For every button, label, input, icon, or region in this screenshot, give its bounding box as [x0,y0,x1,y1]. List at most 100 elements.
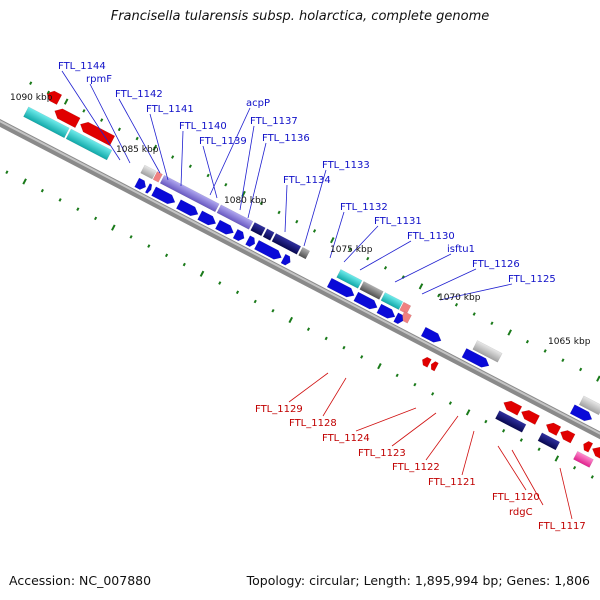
cog-gray-block [140,164,157,180]
forward-gene-arrow [280,253,291,266]
forward-gene-label: FTL_1133 [322,160,370,171]
reverse-gene-arrow [560,430,576,444]
forward-gene-arrow [326,277,355,298]
forward-label-leader [247,142,267,219]
forward-gene-arrow [134,177,146,190]
forward-gene-label: FTL_1130 [407,231,455,242]
gc-skew-dot [271,308,275,313]
gc-skew-dot [507,329,512,336]
forward-label-leader [202,145,218,199]
gc-skew-dot [590,475,594,479]
forward-gene-label: rpmF [86,74,112,85]
gc-skew-dot [171,155,175,159]
cog-cyan-block [380,292,404,310]
gc-skew-dot [117,127,121,132]
forward-label-leader [303,169,327,247]
gc-skew-dot [29,81,33,85]
forward-gene-label: FTL_1125 [508,274,556,285]
gc-skew-dot [366,256,370,261]
cog-cyan-block [65,128,113,161]
forward-gene-arrow [175,199,199,217]
genome-title: Francisella tularensis subsp. holarctica… [110,9,490,24]
forward-label-leader [394,253,452,283]
reverse-gene-label: FTL_1117 [538,521,586,532]
forward-gene-label: FTL_1134 [283,175,331,186]
reverse-gene-label: rdgC [509,507,533,518]
gc-skew-dot [537,447,541,452]
reverse-gene-label: FTL_1122 [392,462,440,473]
reverse-label-leader [288,372,329,403]
gc-skew-dot [129,235,133,239]
cog-navy-block [262,228,275,241]
forward-gene-label: acpP [246,98,270,109]
cog-gray-block [298,246,311,260]
gc-skew-dot [295,219,299,224]
reverse-label-leader [497,445,527,491]
gc-skew-dot [465,409,471,416]
reverse-gene-arrow [592,446,600,464]
gc-skew-dot [502,429,506,433]
gc-skew-dot [288,316,294,324]
gc-skew-dot [58,198,62,202]
gc-skew-dot [543,349,547,353]
gc-skew-dot [188,164,192,169]
forward-gene-label: FTL_1142 [115,89,163,100]
forward-gene-label: FTL_1126 [472,259,520,270]
gc-skew-dot [519,438,523,442]
reverse-gene-arrow [54,108,81,128]
reverse-gene-label: FTL_1124 [322,433,370,444]
backbone-track [0,86,600,481]
gc-skew-dot [572,465,577,470]
gc-skew-dot [164,253,169,258]
gc-skew-dot [383,266,388,270]
gc-skew-dot [277,210,281,215]
cog-navy-block [495,410,527,433]
forward-gene-label: FTL_1131 [374,216,422,227]
gc-skew-dot [490,321,494,326]
forward-label-leader [61,70,121,161]
gc-skew-dot [561,358,565,362]
reverse-label-leader [511,449,544,506]
forward-gene-label: FTL_1140 [179,121,227,132]
forward-gene-arrow [144,183,153,194]
forward-label-leader [180,130,184,187]
gc-skew-dot [235,290,240,295]
reverse-label-leader [391,412,437,447]
gc-skew-dot [306,327,311,332]
scale-label: 1075 kbp [330,245,373,255]
gc-skew-dot [82,109,86,113]
scale-label: 1085 kbp [116,145,159,155]
cog-gray-block [578,395,600,416]
forward-label-leader [149,113,169,181]
gc-skew-dot [224,182,228,187]
forward-label-leader [239,125,255,211]
forward-label-leader [209,107,251,196]
gc-skew-dot [413,382,417,387]
reverse-gene-arrow [422,356,432,368]
forward-gene-arrow [215,219,234,235]
gc-skew-dot [448,401,452,405]
forward-gene-label: FTL_1141 [146,104,194,115]
gc-skew-dot [377,363,382,370]
forward-gene-arrow [420,326,442,343]
cog-navy-block [537,432,561,451]
gc-skew-dot [395,373,399,378]
gc-skew-dot [94,216,98,221]
cog-blue-block [216,204,254,230]
forward-gene-label: isftu1 [447,244,475,255]
gc-skew-dot [135,136,139,141]
scale-label: 1080 kbp [224,196,267,206]
cog-gray-block [359,281,384,300]
forward-gene-arrow [245,235,256,247]
forward-gene-arrow [151,186,176,205]
gc-skew-dot [596,375,600,382]
forward-gene-arrow [461,348,490,368]
reverse-gene-arrow [503,400,523,416]
reverse-label-leader [559,467,573,520]
forward-gene-arrow [232,228,245,242]
cog-red-block [152,171,163,183]
forward-gene-label: FTL_1144 [58,61,106,72]
gc-skew-dot [182,262,186,267]
